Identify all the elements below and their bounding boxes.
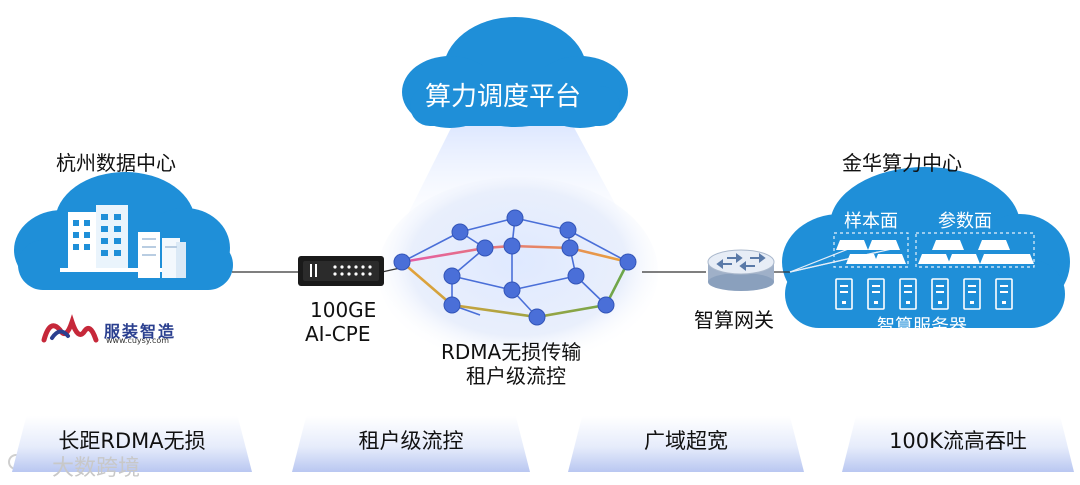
cpe-label-line1: 100GE: [310, 298, 377, 322]
network-node: [443, 267, 461, 285]
feature-box: 租户级流控: [292, 416, 530, 472]
network-nodes: [393, 209, 637, 326]
network-node: [528, 308, 546, 326]
feature-label: 租户级流控: [358, 429, 464, 453]
building-icon: [60, 205, 180, 272]
router-icon: [707, 249, 775, 291]
logo-mark-icon: [41, 314, 99, 343]
network-node: [567, 267, 585, 285]
left-dc-title: 杭州数据中心: [56, 151, 176, 175]
network-node: [561, 239, 579, 257]
gateway-label: 智算网关: [694, 308, 774, 332]
servers-label: 智算服务器: [877, 316, 967, 337]
network-node: [476, 239, 494, 257]
network-node: [619, 253, 637, 271]
feature-label: 广域超宽: [644, 429, 728, 453]
param-plane-box: [915, 232, 1035, 268]
network-label-line2: 租户级流控: [466, 364, 566, 388]
cpe-device-icon: [298, 256, 384, 286]
feature-box: 100K流高吞吐: [842, 416, 1074, 472]
sample-plane-box: [833, 232, 909, 268]
switch-icons-param: [918, 240, 1034, 264]
logo-text: 服装智造: [104, 322, 177, 341]
network-node: [506, 209, 524, 227]
right-cloud: [782, 167, 1070, 328]
network-halo: [378, 177, 658, 367]
cpe-label-line2: AI-CPE: [305, 322, 371, 346]
server-rack-icon: [138, 232, 186, 278]
logo-url-text: www.cuysy.com: [106, 336, 170, 345]
network-node: [503, 281, 521, 299]
network-label-line1: RDMA无损传输: [441, 340, 582, 364]
feature-box: 长距RDMA无损: [12, 416, 252, 472]
network-node: [559, 221, 577, 239]
feature-label: 长距RDMA无损: [58, 429, 206, 453]
feature-box: 广域超宽: [568, 416, 804, 472]
top-cloud: [402, 17, 628, 128]
network-node: [443, 296, 461, 314]
network-node: [393, 253, 411, 271]
ai-server-icons: [835, 278, 1013, 310]
feature-label: 100K流高吞吐: [889, 429, 1027, 453]
top-cloud-title: 算力调度平台: [425, 82, 582, 112]
watermark-text: 大数跨境: [52, 456, 141, 481]
sample-plane-label: 样本面: [844, 211, 898, 232]
switch-icons-sample: [836, 240, 906, 264]
network-node: [451, 223, 469, 241]
right-dc-title: 金华算力中心: [842, 151, 962, 175]
param-plane-label: 参数面: [938, 211, 992, 232]
network-node: [503, 237, 521, 255]
network-node: [597, 296, 615, 314]
